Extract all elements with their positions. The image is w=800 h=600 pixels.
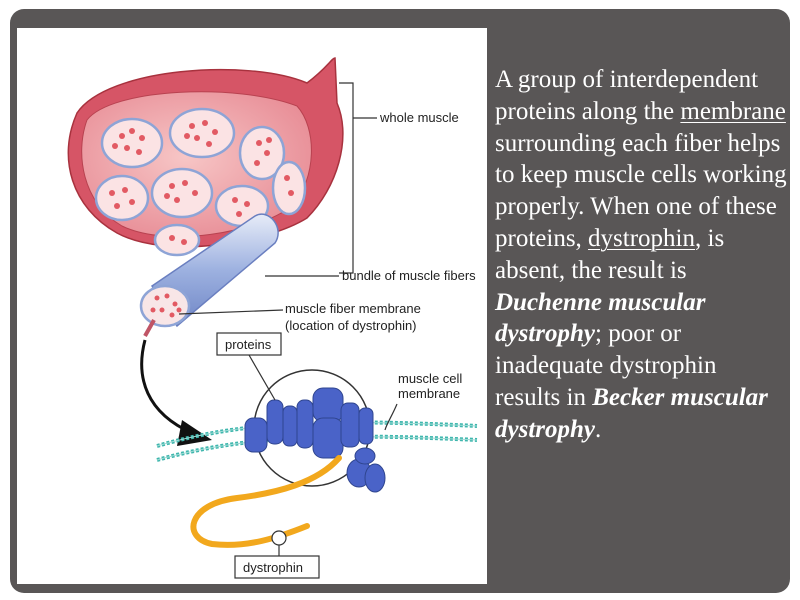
label-cell-membrane-1: muscle cell — [398, 371, 462, 386]
dystrophin-link[interactable]: dystrophin — [588, 224, 695, 252]
label-dystrophin: dystrophin — [243, 560, 303, 575]
diagram-svg: whole muscle bundle of muscle fibers mus… — [67, 57, 478, 579]
slide: whole muscle bundle of muscle fibers mus… — [10, 9, 790, 593]
whole-muscle-bracket: whole muscle — [339, 82, 459, 274]
text-part-1: A group of interdependent proteins along… — [495, 66, 759, 125]
dystrophin-strand — [190, 455, 342, 548]
zoom-arrow — [140, 339, 212, 446]
bundle-end — [139, 284, 191, 328]
label-fiber-membrane-2: (location of dystrophin) — [285, 318, 417, 333]
text-part-4: ; poor or inadequate dystrophin results … — [495, 320, 717, 411]
text-part-5: . — [595, 415, 602, 443]
duchenne-term: Duchenne muscular dystrophy — [495, 288, 706, 348]
label-fiber-membrane-1: muscle fiber membrane — [285, 301, 421, 316]
body-text: A group of interdependent proteins along… — [495, 64, 787, 446]
protein-complex — [244, 387, 386, 493]
fascicle-fiber-dots — [109, 120, 294, 245]
membrane-link[interactable]: membrane — [680, 97, 786, 125]
dystrophin-marker — [271, 530, 287, 546]
single-fiber — [143, 319, 156, 337]
label-proteins: proteins — [225, 337, 272, 352]
whole-muscle-illustration — [67, 57, 344, 257]
muscle-diagram: whole muscle bundle of muscle fibers mus… — [17, 28, 487, 584]
fiber-bundle-illustration — [139, 213, 279, 337]
label-bundle: bundle of muscle fibers — [342, 268, 476, 283]
dystrophin-label-box — [234, 555, 320, 579]
label-cell-membrane-2: membrane — [398, 386, 460, 401]
text-part-3: , is absent, the result is — [495, 224, 725, 284]
becker-term: Becker muscular dystrophy — [495, 383, 768, 443]
text-part-2: surrounding each fiber helps to keep mus… — [495, 129, 787, 252]
label-whole-muscle: whole muscle — [379, 110, 459, 125]
